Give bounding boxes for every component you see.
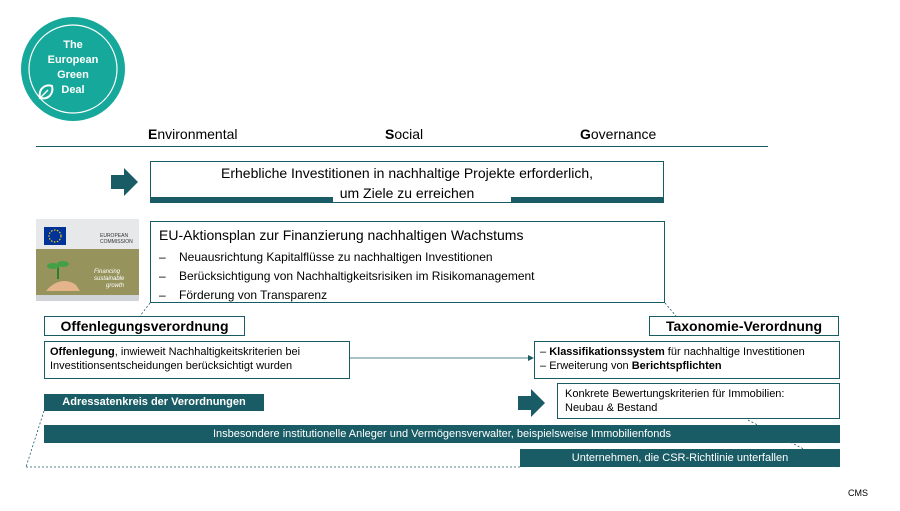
arrow-right-icon bbox=[518, 389, 545, 417]
companies-bar: Unternehmen, die CSR-Richtlinie unterfal… bbox=[520, 449, 840, 467]
disclosure-text-line-1: Offenlegung, inwieweit Nachhaltigkeitskr… bbox=[50, 346, 301, 358]
arrow-right-icon bbox=[111, 168, 138, 196]
action-plan-item: –Berücksichtigung von Nachhaltigkeitsris… bbox=[159, 269, 535, 283]
logo-line: Deal bbox=[61, 84, 85, 96]
criteria-line-1: Konkrete Bewertungskriterien für Immobil… bbox=[565, 388, 785, 400]
disclosure-box: Offenlegung, inwieweit Nachhaltigkeitskr… bbox=[44, 341, 350, 379]
investment-box: Erhebliche Investitionen in nachhaltige … bbox=[150, 161, 664, 203]
criteria-box: Konkrete Bewertungskriterien für Immobil… bbox=[557, 383, 840, 419]
dotted-connector bbox=[25, 410, 45, 468]
leaf-icon bbox=[38, 84, 54, 100]
investment-line-2: um Ziele zu erreichen bbox=[339, 185, 475, 201]
esg-divider bbox=[36, 146, 768, 147]
logo-line: European bbox=[47, 54, 99, 66]
logo-text: The European Green Deal bbox=[18, 38, 128, 98]
dotted-connector bbox=[139, 302, 151, 317]
criteria-line-2: Neubau & Bestand bbox=[565, 402, 658, 414]
action-plan-box: EU-Aktionsplan zur Finanzierung nachhalt… bbox=[150, 221, 665, 303]
taxonomy-box: – Klassifikationssystem für nachhaltige … bbox=[534, 341, 840, 379]
action-plan-title: EU-Aktionsplan zur Finanzierung nachhalt… bbox=[159, 227, 524, 243]
investors-bar: Insbesondere institutionelle Anleger und… bbox=[44, 425, 840, 443]
disclosure-text-line-2: Investitionsentscheidungen berücksichtig… bbox=[50, 360, 293, 372]
green-deal-logo bbox=[21, 17, 125, 121]
logo-line: The bbox=[63, 39, 83, 51]
logo-line: Green bbox=[57, 69, 89, 81]
ec-org-name: EUROPEAN COMMISSION bbox=[100, 233, 133, 245]
cms-brand: CMS bbox=[848, 488, 868, 498]
scope-label: Adressatenkreis der Verordnungen bbox=[44, 394, 264, 411]
connector-arrow-head bbox=[528, 355, 534, 361]
accent-bar bbox=[511, 197, 664, 203]
ec-cover-art bbox=[36, 219, 139, 301]
disclosure-title: Offenlegungsverordnung bbox=[44, 316, 245, 336]
dotted-connector bbox=[664, 302, 677, 317]
action-plan-item: –Neuausrichtung Kapitalflüsse zu nachhal… bbox=[159, 250, 493, 264]
ec-publication-image: EUROPEAN COMMISSION Financing sustainabl… bbox=[36, 219, 139, 301]
esg-social: Social bbox=[385, 126, 424, 142]
ec-caption: Financing sustainable growth bbox=[94, 269, 125, 289]
taxonomy-item: – Erweiterung von Berichtspflichten bbox=[540, 360, 722, 372]
taxonomy-title: Taxonomie-Verordnung bbox=[649, 316, 839, 336]
taxonomy-item: – Klassifikationssystem für nachhaltige … bbox=[540, 346, 805, 358]
investment-line-1: Erhebliche Investitionen in nachhaltige … bbox=[221, 165, 593, 181]
accent-bar bbox=[150, 197, 333, 203]
esg-environmental: Environmental bbox=[148, 126, 238, 142]
esg-governance: Governance bbox=[580, 126, 657, 142]
action-plan-item: –Förderung von Transparenz bbox=[159, 288, 328, 302]
